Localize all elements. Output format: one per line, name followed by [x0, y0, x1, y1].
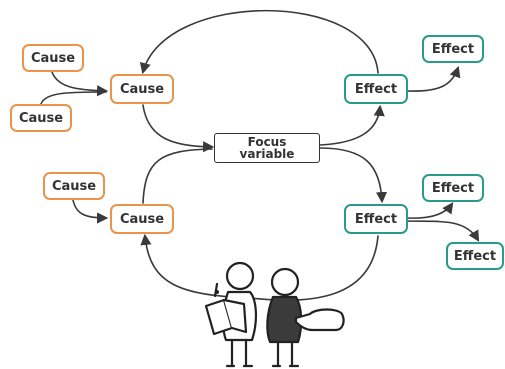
effect-node-label: Effect	[431, 180, 475, 196]
arrow-effect-lower-to-effect-rightmid	[407, 202, 454, 219]
focus-label-line2: variable	[239, 147, 295, 161]
cause-node-label: Cause	[51, 178, 97, 194]
cause-node-label: Cause	[18, 110, 64, 126]
effect-node-upper: Effect	[344, 74, 408, 104]
arrow-cause-leftlow-to-cause-upper	[40, 91, 107, 105]
cause-node-label: Cause	[119, 211, 165, 227]
effect-node-label: Effect	[453, 248, 497, 264]
cause-node-label: Cause	[30, 50, 76, 66]
cause-node-lower-left: Cause	[43, 172, 105, 200]
arrow-cause-lowerleft-to-cause-lower	[72, 199, 109, 224]
arrow-cause-topleft-to-cause-upper	[51, 71, 109, 97]
effect-node-lower: Effect	[344, 204, 408, 234]
effect-node-label: Effect	[354, 81, 398, 97]
cause-node-top-left: Cause	[22, 44, 84, 72]
arrow-cause-upper-to-focus	[142, 104, 215, 153]
arrow-focus-to-effect-upper	[319, 104, 385, 146]
feedback-arrow-bottom	[140, 233, 379, 301]
arrow-focus-to-effect-lower	[319, 147, 388, 204]
focus-label-line1: Focus	[247, 135, 287, 149]
effect-node-top-right: Effect	[422, 35, 484, 63]
effect-node-right-mid: Effect	[422, 174, 484, 202]
effect-node-label: Effect	[431, 41, 475, 57]
effect-node-label: Effect	[354, 211, 398, 227]
arrow-cause-lower-to-focus	[142, 148, 213, 204]
people-illustration	[204, 261, 345, 368]
cause-node-label: Cause	[119, 81, 165, 97]
effect-node-bottom-right: Effect	[446, 242, 504, 270]
cause-node-left-low: Cause	[10, 104, 72, 132]
cause-node-lower: Cause	[110, 204, 174, 234]
cause-node-upper: Cause	[110, 74, 174, 104]
arrow-effect-lower-to-effect-bottomright	[407, 220, 480, 242]
arrow-effect-upper-to-effect-topright	[407, 65, 461, 92]
feedback-arrow-top	[139, 9, 379, 75]
focus-variable-node: Focus variable	[214, 133, 320, 163]
